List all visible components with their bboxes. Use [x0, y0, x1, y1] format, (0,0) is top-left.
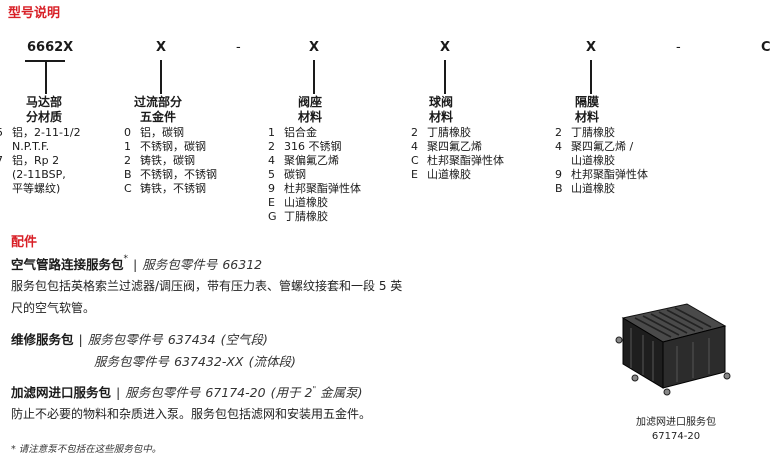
- kit-repair-line-2: 服务包零件号 637432-XX (流体段): [94, 351, 296, 370]
- column-head-diaphragm: 隔膜材料: [575, 95, 600, 124]
- kit-air-line-part-no: 66312: [222, 257, 263, 272]
- model-pos-4: X: [586, 40, 597, 55]
- kit-repair: 维修服务包 | 服务包零件号 637434 (空气段): [11, 329, 268, 348]
- kit-air-line: 空气管路连接服务包* | 服务包零件号 66312: [11, 254, 262, 273]
- option-row: 平等螺纹): [12, 182, 61, 195]
- option-row: N.P.T.F.: [12, 140, 50, 153]
- model-pos-1: X: [156, 40, 167, 55]
- connector-vline-4: [444, 60, 446, 94]
- kit-repair-part-label-2: 服务包零件号: [94, 354, 170, 369]
- connector-vline-1: [45, 60, 47, 94]
- model-prefix: 6662X: [27, 40, 74, 55]
- footnote: * 请注意泵不包括在这些服务包中。: [11, 444, 162, 455]
- kit-inlet-note: (用于 2" 金属泵): [270, 384, 363, 400]
- kit-inlet-part-no: 67174-20: [205, 385, 266, 400]
- kit-air-line-part-label: 服务包零件号: [142, 257, 218, 272]
- image-caption-title: 加滤网进口服务包: [636, 417, 716, 428]
- kit-repair-part-no-2: 637432-XX: [174, 354, 244, 369]
- model-pos-2: X: [309, 40, 320, 55]
- kit-air-line-desc-2: 尺的空气软管。: [11, 301, 96, 315]
- kit-inlet-strainer: 加滤网进口服务包 | 服务包零件号 67174-20 (用于 2" 金属泵): [11, 382, 363, 401]
- section-title-model: 型号说明: [8, 6, 61, 21]
- model-sep-2: -: [676, 40, 681, 55]
- options-motor: 5铝，2-11-1/2 N.P.T.F. 7铝，Rp 2 (2-11BSP, 平…: [0, 126, 81, 196]
- column-head-ball: 球阀材料: [429, 95, 454, 124]
- kit-inlet-part-label: 服务包零件号: [125, 385, 201, 400]
- column-head-seat: 阀座材料: [298, 95, 323, 124]
- kit-air-line-separator: |: [133, 258, 138, 272]
- model-pos-5: C: [761, 40, 771, 55]
- model-pos-3: X: [440, 40, 451, 55]
- kit-inlet-title: 加滤网进口服务包: [11, 385, 112, 400]
- kit-air-line-title: 空气管路连接服务包: [11, 257, 124, 272]
- kit-repair-title: 维修服务包: [11, 332, 74, 347]
- strainer-kit-illustration: [615, 303, 731, 396]
- strainer-kit-image: [605, 298, 735, 398]
- kit-inlet-desc: 防止不必要的物料和杂质进入泵。服务包包括滤网和安装用五金件。: [11, 407, 372, 421]
- kit-air-line-asterisk: *: [123, 254, 129, 264]
- section-title-accessories: 配件: [11, 235, 38, 250]
- column-head-fluid: 过流部分五金件: [134, 95, 183, 124]
- option-row: 7铝，Rp 2: [0, 154, 60, 167]
- kit-air-line-desc-1: 服务包包括英格索兰过滤器/调压阀，带有压力表、管螺纹接套和一段 5 英: [11, 279, 403, 293]
- option-row: (2-11BSP,: [12, 168, 66, 181]
- connector-vline-2: [160, 60, 162, 94]
- option-row: 山道橡胶: [571, 154, 615, 167]
- image-caption-part: 67174-20: [651, 431, 701, 442]
- model-sep-1: -: [236, 40, 241, 55]
- kit-repair-separator: |: [78, 333, 83, 347]
- kit-inlet-separator: |: [116, 386, 121, 400]
- kit-repair-note-2: (流体段): [248, 354, 296, 369]
- column-head-motor: 马达部分材质: [26, 95, 63, 124]
- kit-repair-note-1: (空气段): [220, 332, 268, 347]
- image-caption: 加滤网进口服务包 67174-20: [628, 416, 724, 444]
- kit-repair-part-no-1: 637434: [167, 332, 216, 347]
- connector-vline-5: [590, 60, 592, 94]
- kit-repair-part-label-1: 服务包零件号: [87, 332, 163, 347]
- connector-vline-3: [313, 60, 315, 94]
- option-row: 5铝，2-11-1/2: [0, 126, 81, 139]
